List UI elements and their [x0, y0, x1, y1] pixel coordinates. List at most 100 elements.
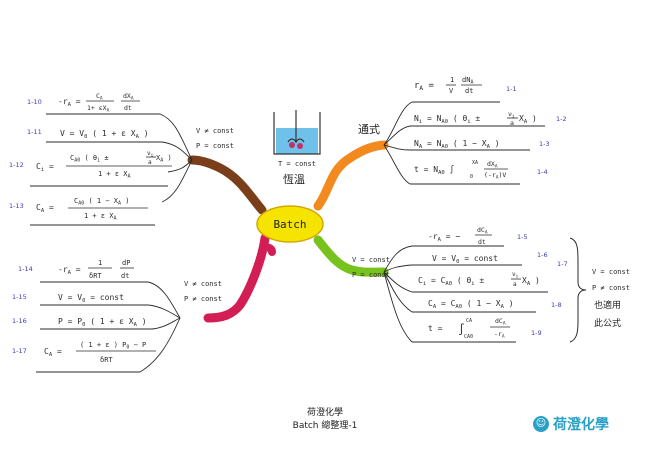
connector: [161, 159, 193, 203]
connector: [147, 304, 181, 319]
branch-stem-variable-pressure: [203, 233, 270, 323]
svg-text:NA = NA0 ( 1 − XA ): NA = NA0 ( 1 − XA ): [414, 139, 500, 150]
condition-pressure: P ≠ const: [184, 295, 222, 303]
svg-text:0: 0: [470, 174, 473, 180]
branch-stem-constant-volume: [313, 235, 389, 277]
svg-text:CA0 ( θi ±: CA0 ( θi ±: [70, 154, 109, 164]
svg-text:dXA: dXA: [123, 92, 134, 102]
svg-text:-rA =: -rA =: [58, 97, 81, 108]
connector: [383, 144, 411, 151]
condition-pressure: P = const: [352, 271, 390, 279]
note-formula: 此公式: [594, 317, 621, 329]
equation-1-3: NA = NA0 ( 1 − XA ) 1-3: [410, 139, 550, 151]
isothermal-condition: T = const: [278, 160, 316, 168]
equation-1-10: 1-10 -rA = CA 1+ εXA dXA dt: [27, 92, 160, 115]
equation-1-12: 1-12 Ci = CA0 ( θi ± νi a XA ) 1 + ε XA: [9, 150, 172, 187]
svg-text:CA0 ( 1 − XA ): CA0 ( 1 − XA ): [74, 197, 129, 207]
svg-text:1-13: 1-13: [9, 202, 24, 210]
svg-text:Ci =: Ci =: [36, 162, 54, 173]
svg-text:-rA =: -rA =: [58, 265, 81, 276]
svg-text:(-rA)V: (-rA)V: [484, 171, 506, 181]
svg-text:1-8: 1-8: [551, 301, 562, 309]
svg-text:( 1 + ε ) P0 − P: ( 1 + ε ) P0 − P: [80, 341, 146, 351]
equation-1-13: 1-13 CA = CA0 ( 1 − XA ) 1 + ε XA: [9, 197, 155, 226]
svg-text:dt: dt: [121, 272, 129, 280]
connector: [383, 264, 413, 273]
connector: [383, 101, 413, 146]
equation-1-15: 1-15 V = V0 = const: [12, 293, 148, 306]
svg-text:CA: CA: [466, 318, 472, 324]
svg-text:1: 1: [450, 76, 454, 84]
svg-text:a: a: [510, 119, 514, 127]
center-node: [256, 205, 324, 243]
condition-volume: V ≠ const: [184, 280, 222, 288]
beaker-icon: [273, 110, 321, 155]
center-label: Batch: [273, 218, 306, 231]
svg-text:1: 1: [98, 259, 102, 267]
condition-pressure: P = const: [196, 142, 234, 150]
connector: [151, 317, 181, 330]
svg-text:P = P0 ( 1 + ε XA ): P = P0 ( 1 + ε XA ): [58, 317, 147, 328]
brand-logo: ☺ 荷澄化學: [533, 414, 609, 434]
svg-text:dt: dt: [465, 87, 473, 95]
equation-1-6: V = V0 = const 1-6: [412, 251, 548, 266]
svg-text:1 + ε XA: 1 + ε XA: [98, 170, 131, 180]
equation-1-8: CA = CA0 ( 1 − XA ) 1-8: [412, 299, 562, 313]
equation-1-9: t = ∫ CA CA0 dCA -rA 1-9: [412, 317, 542, 343]
svg-text:V: V: [449, 87, 454, 95]
svg-text:XA ): XA ): [522, 276, 540, 287]
equation-1-17: 1-17 CA = ( 1 + ε ) P0 − P δRT: [12, 341, 156, 373]
connector: [383, 271, 413, 293]
caption-title: 荷澄化學: [306, 408, 343, 418]
connector: [161, 141, 193, 161]
brace: [569, 237, 587, 343]
svg-text:νi: νi: [508, 110, 515, 120]
note-pressure: P ≠ const: [592, 284, 630, 292]
connector: [167, 159, 193, 173]
connector: [383, 125, 411, 146]
svg-text:δRT: δRT: [89, 272, 102, 280]
equation-1-16: 1-16 P = P0 ( 1 + ε XA ): [12, 317, 152, 330]
svg-text:XA ): XA ): [156, 154, 172, 164]
equation-1-1: rA = 1 V dNA dt 1-1: [412, 76, 517, 103]
svg-text:V = V0 = const: V = V0 = const: [432, 254, 498, 265]
svg-text:1-14: 1-14: [18, 265, 33, 273]
svg-text:CA0: CA0: [464, 334, 473, 340]
note-volume: V = const: [592, 268, 630, 276]
svg-text:1-11: 1-11: [27, 128, 42, 136]
equation-1-2: Ni = NA0 ( θi ± νi a XA ) 1-2: [410, 110, 567, 127]
svg-text:1-7: 1-7: [557, 260, 568, 268]
svg-text:XA: XA: [472, 160, 478, 166]
svg-text:1+ εXA: 1+ εXA: [87, 104, 110, 114]
equation-1-7: Ci = CA0 ( θi ± νi a XA ) 1-7: [412, 260, 568, 293]
condition-volume: V = const: [352, 256, 390, 264]
connector: [147, 281, 181, 319]
svg-text:1-2: 1-2: [556, 115, 567, 123]
svg-text:a: a: [148, 159, 152, 166]
isothermal-label: 恆溫: [283, 172, 305, 186]
svg-text:t = NA0 ∫: t = NA0 ∫: [414, 165, 455, 176]
svg-text:1-3: 1-3: [539, 140, 550, 148]
equation-1-4: t = NA0 ∫ XA 0 dXA (-rA)V 1-4: [410, 160, 548, 185]
svg-text:1-4: 1-4: [537, 168, 548, 176]
svg-text:CA = CA0 ( 1 − XA ): CA = CA0 ( 1 − XA ): [428, 299, 514, 310]
svg-text:Ni = NA0 ( θi ±: Ni = NA0 ( θi ±: [414, 114, 480, 125]
svg-text:1-16: 1-16: [12, 317, 27, 325]
connector: [139, 317, 181, 373]
svg-text:∫: ∫: [458, 323, 465, 336]
svg-text:CA =: CA =: [36, 203, 54, 214]
svg-text:Ci = CA0 ( θi ±: Ci = CA0 ( θi ±: [418, 276, 484, 287]
svg-text:XA ): XA ): [519, 114, 537, 125]
svg-text:1-10: 1-10: [27, 98, 42, 106]
branch-knob: [258, 243, 276, 256]
svg-text:CA: CA: [96, 92, 103, 102]
svg-text:1-6: 1-6: [537, 251, 548, 259]
svg-text:1-1: 1-1: [506, 85, 517, 93]
logo-icon: ☺: [533, 416, 549, 432]
svg-text:1-9: 1-9: [531, 329, 542, 337]
svg-text:V = V0 = const: V = V0 = const: [58, 293, 124, 304]
condition-volume: V ≠ const: [196, 127, 234, 135]
svg-text:a: a: [513, 281, 517, 288]
svg-text:1-5: 1-5: [517, 233, 528, 241]
